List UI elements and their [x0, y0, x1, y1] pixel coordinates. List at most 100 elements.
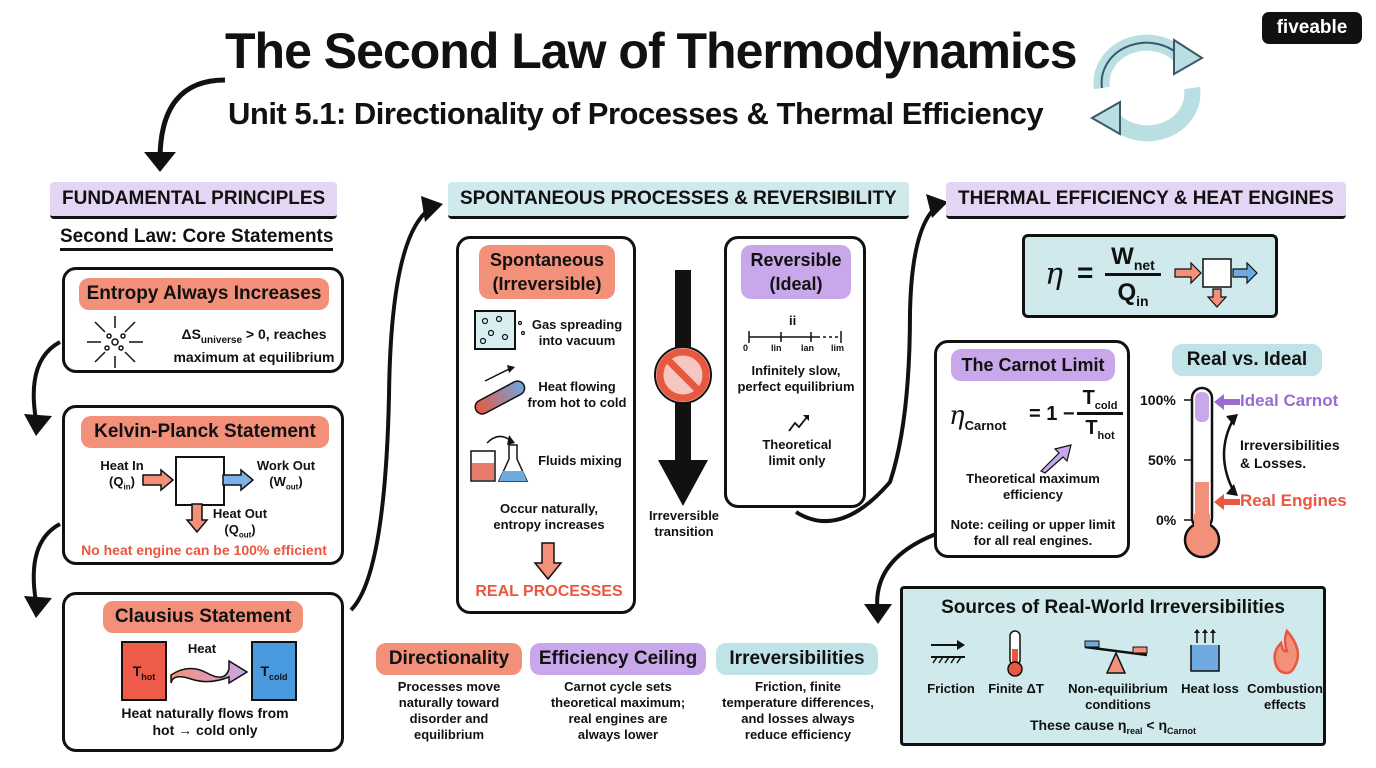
sources-footer: These cause ηreal < ηCarnot: [1029, 717, 1197, 736]
connector-arrow-4-icon: [794, 194, 948, 523]
flame-icon: [1273, 628, 1300, 675]
heat-in-label: Heat In(Qin): [100, 458, 144, 492]
carnot-title: The Carnot Limit: [951, 349, 1115, 381]
fluids-mixing-text: Fluids mixing: [538, 453, 622, 468]
real-engines-label: Real Engines: [1240, 491, 1347, 510]
irreversibilities-losses-label: Irreversibilities& Losses.: [1240, 437, 1340, 471]
carnot-equals: = 1 −: [1029, 403, 1075, 425]
real-vs-ideal-pill: Real vs. Ideal: [1172, 344, 1322, 376]
fiveable-logo: fiveable: [1262, 12, 1362, 44]
thermometer-icon: [1183, 386, 1221, 559]
connector-arrow-2-icon: [24, 522, 62, 618]
spontaneous-title: Spontaneous(Irreversible): [479, 245, 615, 299]
friction-icon: [931, 640, 965, 664]
page-title: The Second Law of Thermodynamics: [225, 23, 1077, 79]
seesaw-icon: [1084, 640, 1148, 674]
thermal-efficiency-header: THERMAL EFFICIENCY & HEAT ENGINES: [946, 182, 1346, 219]
clausius-box: Clausius Statement Thot Heat Tcold Heat …: [62, 592, 344, 752]
t-hot: Thot: [1085, 417, 1115, 442]
efficiency-equation-box: η = Wnet Qin: [1022, 234, 1278, 318]
connector-arrow-5-icon: [864, 532, 937, 624]
entropy-box: Entropy Always Increases ΔSuniverse > 0,…: [62, 267, 344, 373]
sources-box: Sources of Real-World Irreversibilities …: [900, 586, 1326, 746]
finite-dt-label: Finite ΔT: [988, 681, 1044, 696]
directionality-pill: Directionality: [376, 643, 522, 675]
quasi-static-scale-icon: [748, 331, 842, 343]
w-net: Wnet: [1105, 243, 1161, 276]
cold-reservoir: Tcold: [251, 641, 297, 701]
engine-flow-icon: [1174, 258, 1258, 308]
kelvin-note: No heat engine can be 100% efficient: [81, 542, 327, 558]
reversible-text-1: Infinitely slow,perfect equilibrium: [737, 363, 855, 394]
connector-arrow-3-icon: [349, 196, 443, 612]
heat-loss-label: Heat loss: [1181, 681, 1239, 696]
eta-symbol: η: [1045, 257, 1063, 292]
ideal-carnot-label: Ideal Carnot: [1240, 391, 1339, 410]
ideal-pointer-icon: [1214, 394, 1240, 410]
down-arrow-icon: [533, 542, 563, 581]
trend-up-icon: [788, 415, 809, 432]
hot-rod-icon: [474, 365, 526, 415]
real-pointer-icon: [1214, 494, 1240, 510]
spontaneous-header: SPONTANEOUS PROCESSES & REVERSIBILITY: [448, 182, 909, 219]
connector-arrow-1-icon: [24, 340, 62, 436]
heat-flow-arrow-icon: [170, 659, 249, 685]
t-cold: Tcold: [1077, 387, 1123, 415]
recycle-arrows-icon: [1089, 34, 1204, 142]
hot-reservoir: Thot: [121, 641, 167, 701]
losses-curve-arrow-icon: [1222, 414, 1238, 496]
kelvin-planck-title: Kelvin-Planck Statement: [81, 416, 329, 448]
kelvin-planck-box: Kelvin-Planck Statement Heat In(Qin) Wor…: [62, 405, 344, 565]
entropy-spread-icon: [87, 316, 143, 368]
friction-label: Friction: [927, 681, 975, 696]
gas-container-icon: [474, 310, 526, 350]
reversible-title: Reversible(Ideal): [741, 245, 851, 299]
fluids-mixing-icon: [470, 435, 529, 482]
heat-in-arrow-icon: [142, 468, 175, 492]
prohibited-icon: [654, 346, 712, 404]
heat-out-label: Heat Out(Qout): [212, 506, 268, 540]
reversible-box: Reversible(Ideal) ii 0 lin lan lim Infin…: [724, 236, 866, 508]
fundamental-principles-header: FUNDAMENTAL PRINCIPLES: [50, 182, 338, 219]
heat-out-arrow-icon: [185, 503, 209, 534]
core-statements-subheading: Second Law: Core Statements: [60, 226, 334, 251]
heat-label: Heat: [187, 641, 217, 656]
heat-loss-icon: [1190, 629, 1220, 672]
irreversibilities-pill: Irreversibilities: [716, 643, 878, 675]
work-out-arrow-icon: [222, 468, 255, 492]
entropy-text: ΔSuniverse > 0, reaches maximum at equil…: [173, 326, 335, 365]
engine-box: [175, 456, 225, 506]
q-in: Qin: [1117, 279, 1149, 309]
scale-top-label: ii: [789, 313, 797, 328]
equals-sign: =: [1077, 257, 1094, 288]
entropy-title: Entropy Always Increases: [79, 278, 329, 310]
spontaneous-summary: Occur naturally,entropy increases: [493, 501, 605, 532]
work-out-label: Work Out(Wout): [256, 458, 316, 492]
carnot-eta: ηCarnot: [949, 401, 1007, 434]
carnot-pointer-arrow-icon: [1039, 444, 1072, 474]
real-processes-label: REAL PROCESSES: [475, 583, 623, 600]
tick-0: 0%: [1156, 512, 1177, 528]
efficiency-ceiling-pill: Efficiency Ceiling: [530, 643, 706, 675]
tick-50: 50%: [1148, 452, 1177, 468]
tick-100: 100%: [1140, 392, 1176, 408]
carnot-box: The Carnot Limit ηCarnot = 1 − Tcold Tho…: [934, 340, 1130, 558]
sources-title: Sources of Real-World Irreversibilities: [941, 597, 1285, 618]
clausius-title: Clausius Statement: [103, 601, 303, 633]
title-curve-arrow-icon: [144, 77, 226, 172]
finite-dt-thermometer-icon: [1007, 630, 1023, 677]
page-subtitle: Unit 5.1: Directionality of Processes & …: [228, 96, 1044, 131]
